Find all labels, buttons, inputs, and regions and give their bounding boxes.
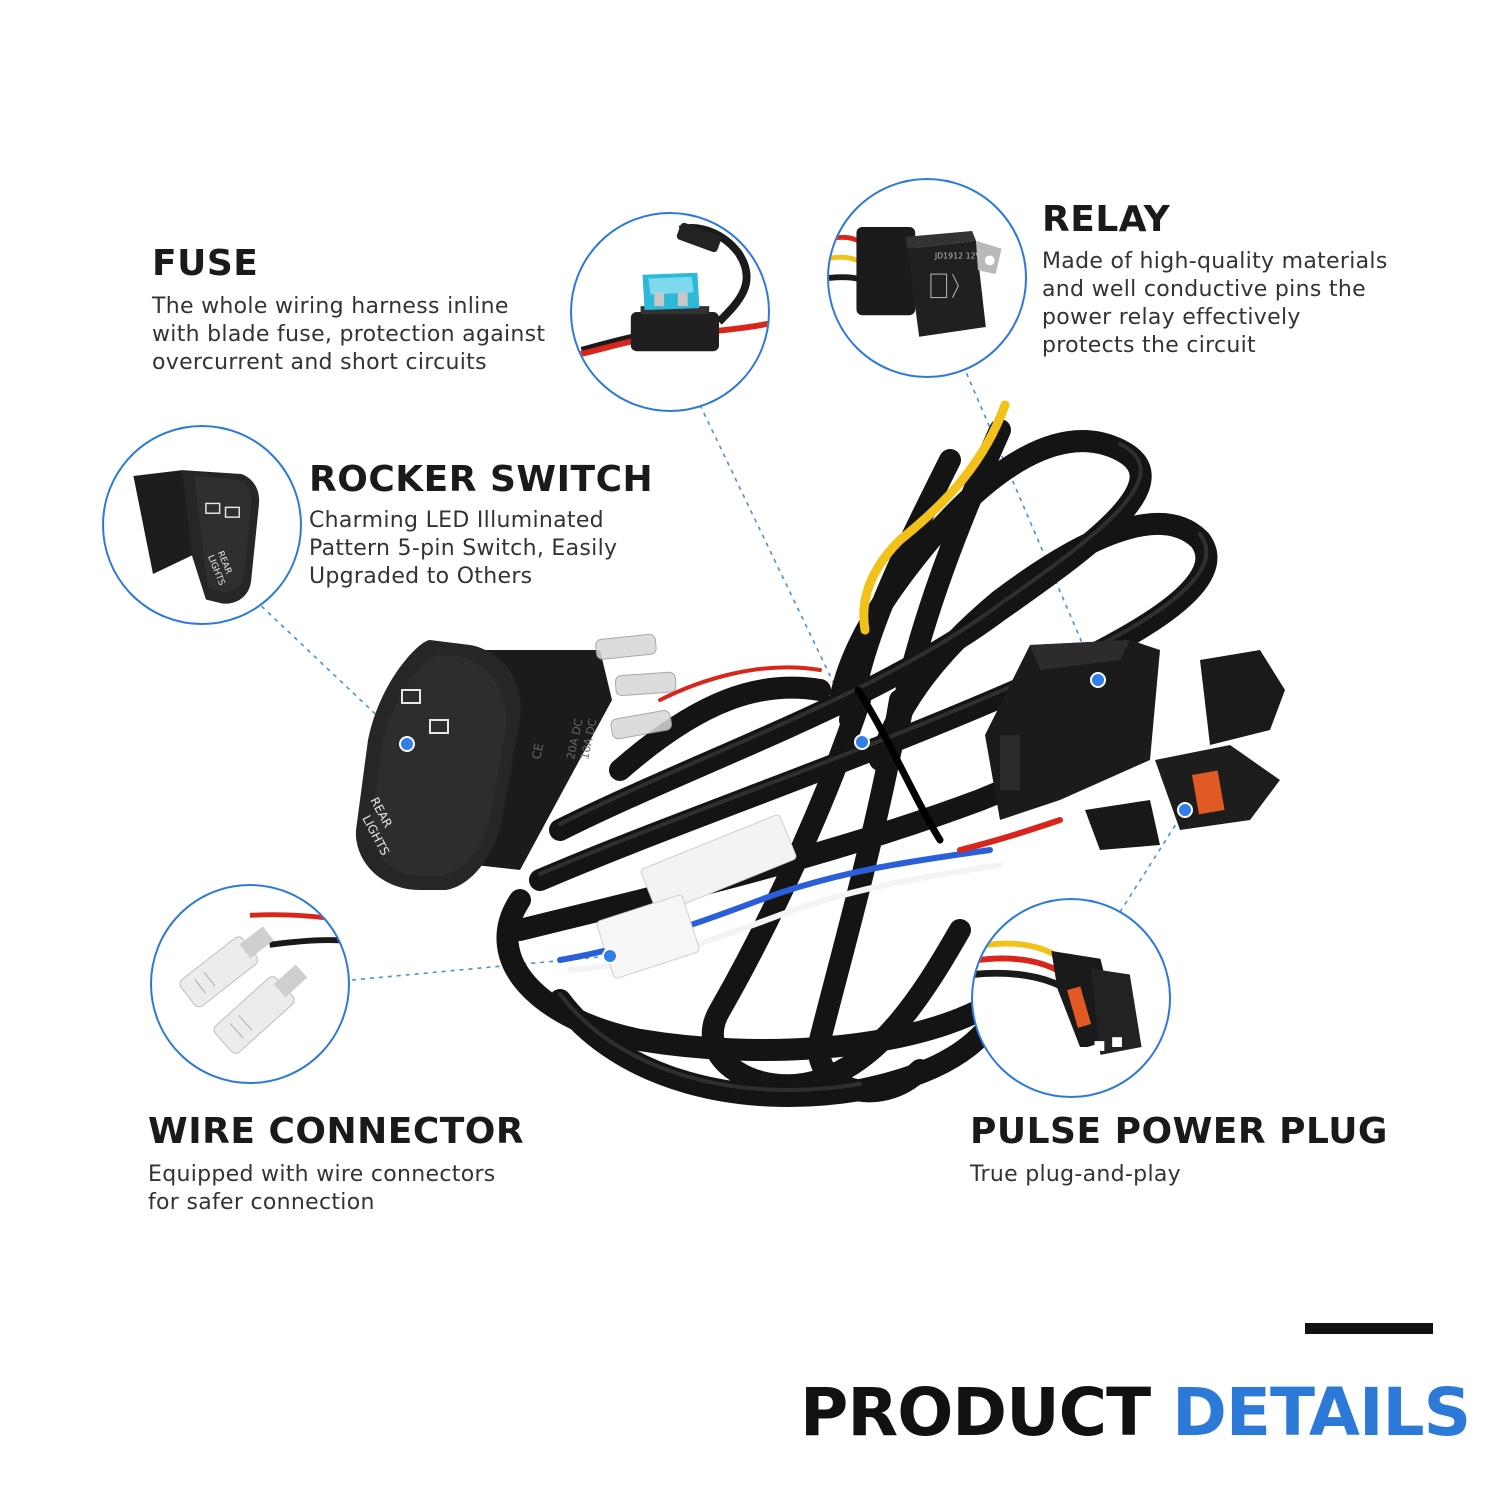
rocker-switch-description: Charming LED Illuminated Pattern 5-pin S…: [309, 507, 617, 591]
wire-connector-leader-line: [351, 955, 611, 981]
relay-title: RELAY: [1042, 199, 1171, 240]
switch-ce-mark: CE: [529, 742, 546, 761]
pulse-plug-detail-circle: [971, 898, 1171, 1098]
relay-description-line: Made of high-quality materials: [1042, 249, 1388, 274]
wire-connector-detail-circle: [150, 884, 350, 1084]
relay-description-line: power relay effectively: [1042, 305, 1301, 330]
wire-connector-icon: [179, 912, 348, 1054]
fuse-description-line: The whole wiring harness inline: [152, 294, 509, 319]
pulse-power-plug-description-line: True plug-and-play: [970, 1162, 1181, 1187]
callout-dots: [399, 672, 1193, 964]
rocker-switch-product: REAR LIGHTS CE 20A DC 10A DC: [355, 633, 677, 890]
product-details-heading: PRODUCT DETAILS: [800, 1374, 1471, 1451]
fuse-description-line: overcurrent and short circuits: [152, 350, 487, 375]
pulse-power-plug-description: True plug-and-play: [970, 1161, 1181, 1189]
relay-socket-product: [985, 640, 1160, 820]
rocker-switch-callout-dot: [399, 736, 415, 752]
pulse-plug-leader-line: [1119, 809, 1186, 913]
relay-callout-dot: [1090, 672, 1106, 688]
blade-fuse-icon: [575, 222, 768, 358]
relay-leader-line: [962, 364, 1099, 681]
rocker-switch-description-line: Pattern 5-pin Switch, Easily: [309, 536, 618, 561]
pulse-power-plug-title: PULSE POWER PLUG: [970, 1111, 1388, 1152]
wire-connector-title: WIRE CONNECTOR: [148, 1111, 525, 1152]
footer-accent-bar: [1305, 1323, 1433, 1334]
wire-connector-description-line: for safer connection: [148, 1190, 375, 1215]
fuse-detail-circle: [570, 212, 770, 412]
rocker-switch-detail-circle: REAR LIGHTS: [102, 425, 302, 625]
relay-icon: JD1912 12V: [829, 227, 1002, 337]
wire-connector-description-line: Equipped with wire connectors: [148, 1162, 496, 1187]
harness-coils: [496, 400, 1218, 1107]
heading-word-details: DETAILS: [1172, 1374, 1471, 1451]
pulse-plug-callout-dot: [1177, 802, 1193, 818]
relay-description-line: and well conductive pins the: [1042, 277, 1366, 302]
rocker-switch-icon: REAR LIGHTS: [133, 470, 260, 604]
fuse-description-line: with blade fuse, protection against: [152, 322, 546, 347]
white-connector-product: [596, 814, 797, 979]
relay-description-line: protects the circuit: [1042, 333, 1256, 358]
pulse-plug-icon: [973, 940, 1142, 1057]
wire-connector-description: Equipped with wire connectors for safer …: [148, 1161, 496, 1217]
rocker-switch-title: ROCKER SWITCH: [309, 459, 654, 500]
fuse-description: The whole wiring harness inline with bla…: [152, 293, 545, 377]
wire-connector-callout-dot: [602, 948, 618, 964]
rocker-switch-description-line: Charming LED Illuminated: [309, 508, 604, 533]
relay-description: Made of high-quality materials and well …: [1042, 248, 1388, 360]
fuse-callout-dot: [854, 734, 870, 750]
fuse-title: FUSE: [152, 243, 259, 284]
relay-detail-circle: JD1912 12V: [827, 178, 1027, 378]
relay-part-label: JD1912 12V: [934, 251, 982, 260]
heading-word-product: PRODUCT: [800, 1374, 1151, 1451]
rocker-switch-description-line: Upgraded to Others: [309, 564, 533, 589]
